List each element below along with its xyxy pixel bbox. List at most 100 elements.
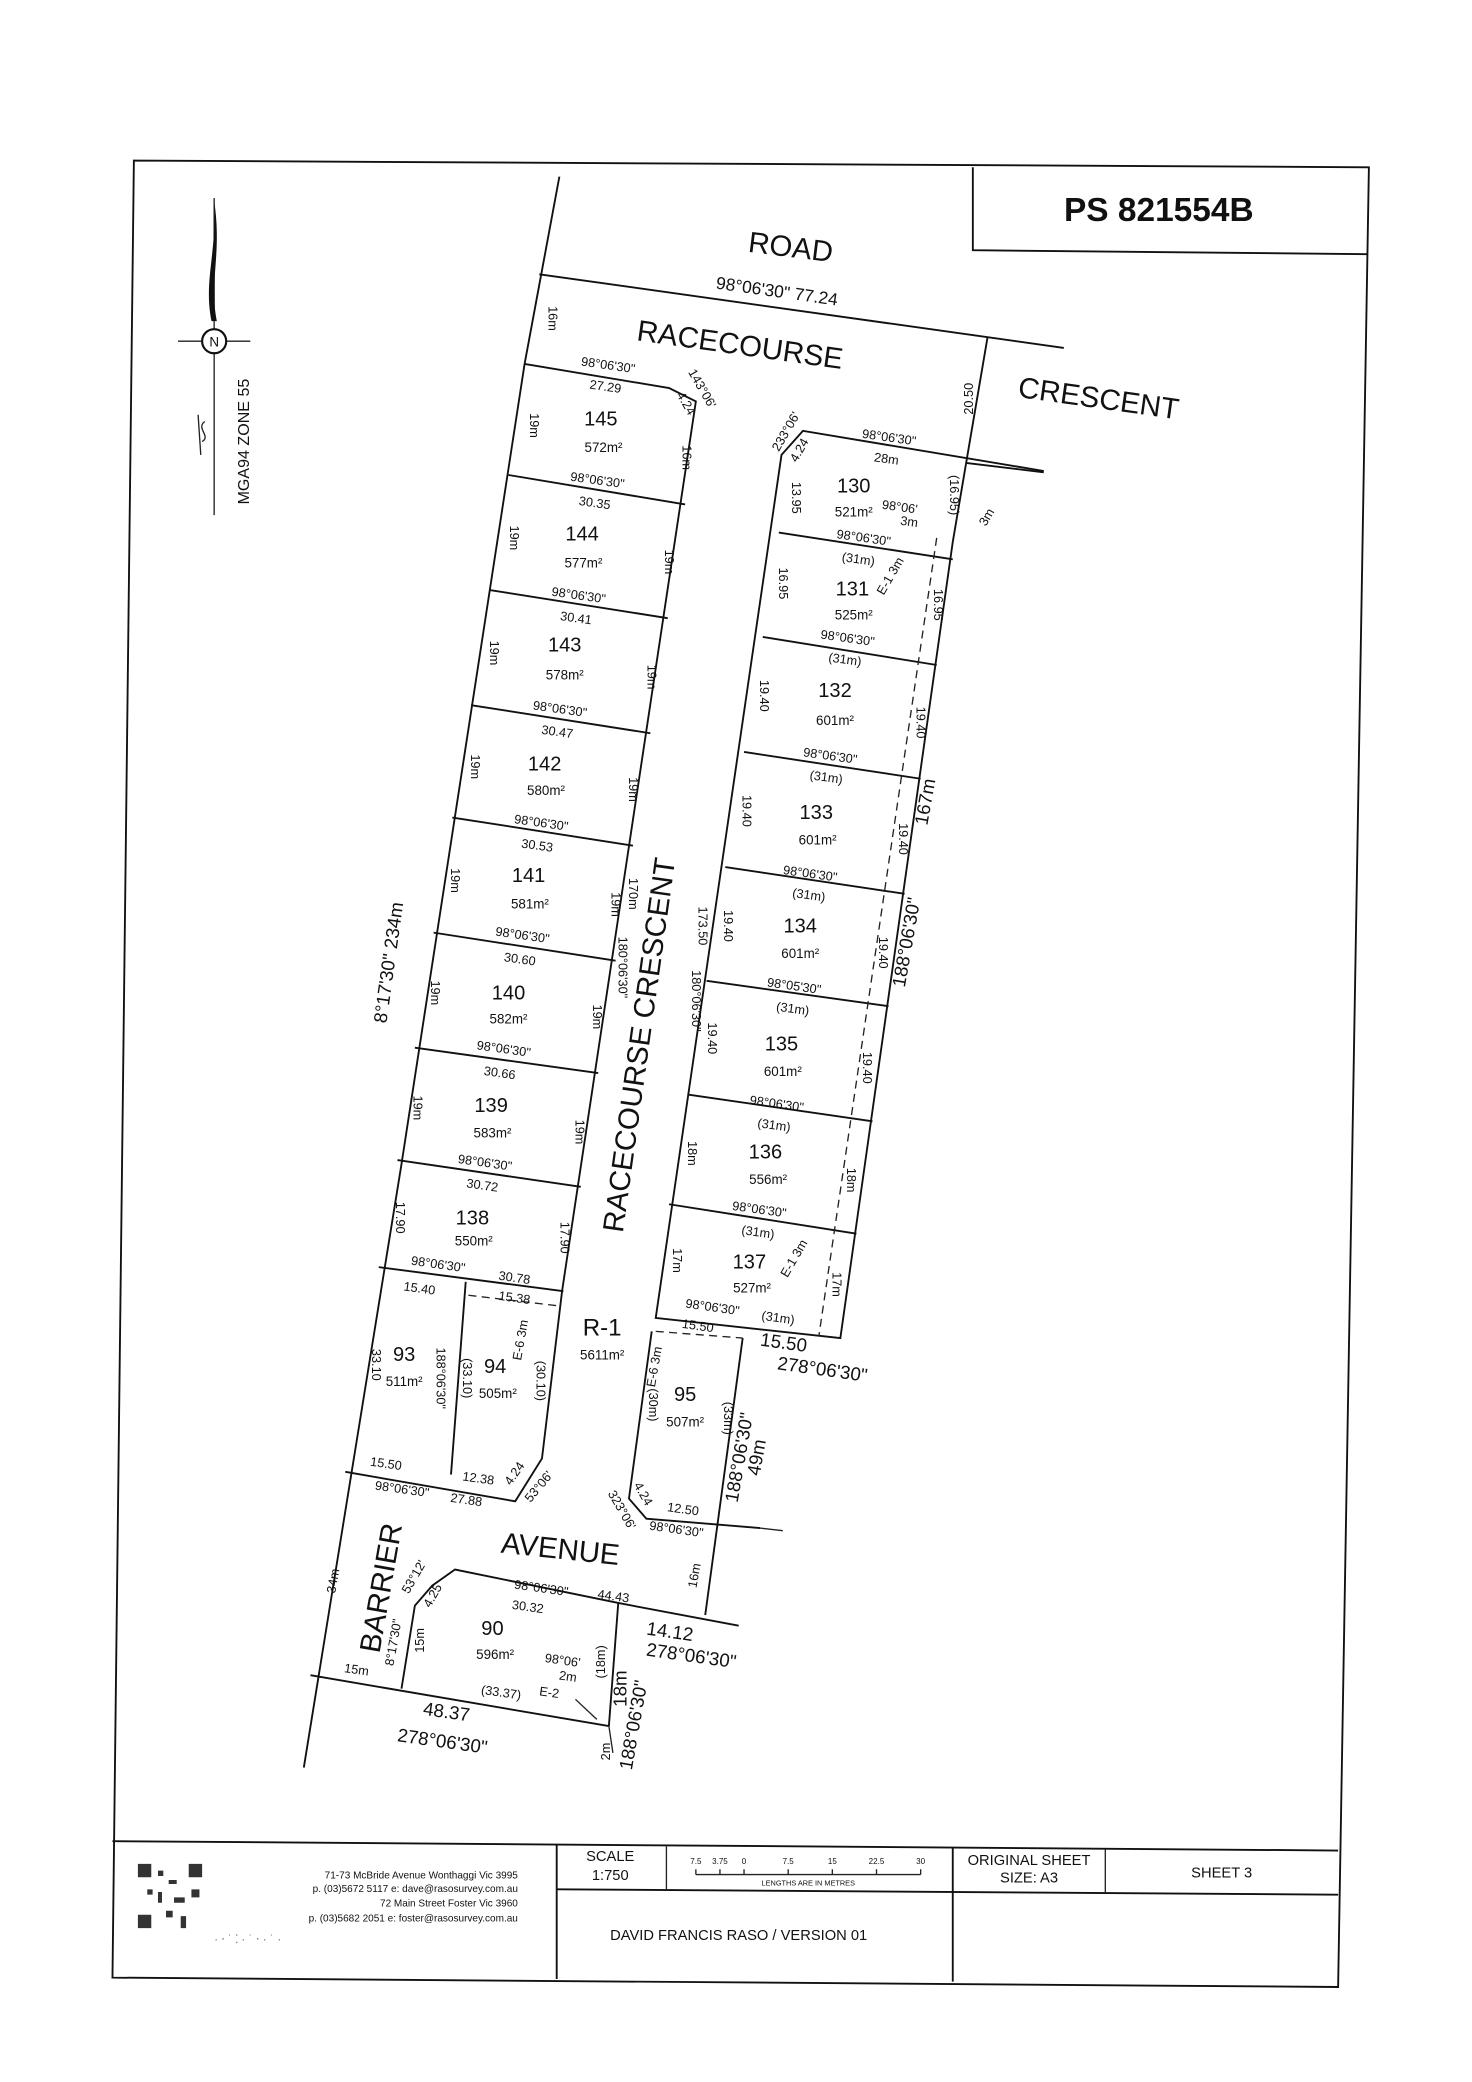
dimension-label: 98°06'30" bbox=[802, 744, 858, 766]
sheet-size-value: SIZE: A3 bbox=[1000, 1871, 1058, 1887]
dimension-label: 12.38 bbox=[462, 1468, 496, 1487]
dimension-label: 19m bbox=[572, 1120, 587, 1145]
scale-tick: 3.75 bbox=[712, 1857, 728, 1866]
scale-tick: 30 bbox=[916, 1857, 925, 1866]
contact-foster: p. (03)5682 2051 e: foster@rasosurvey.co… bbox=[309, 1913, 518, 1924]
road-label-crescent: CRESCENT bbox=[1016, 371, 1181, 426]
dimension-label: 98°06'30" bbox=[410, 1253, 466, 1275]
dimension-label: 19m bbox=[487, 641, 502, 666]
dimension-label: 323°06' bbox=[605, 1487, 639, 1532]
lot-number: 134 bbox=[783, 916, 816, 938]
dimension-label: 17.90 bbox=[558, 1222, 573, 1254]
dimension-label: 15.40 bbox=[403, 1278, 437, 1297]
dimension-label: 15.38 bbox=[498, 1288, 532, 1307]
lot-number: 144 bbox=[565, 524, 598, 546]
dimension-label: 15.50 bbox=[759, 1329, 808, 1356]
dimension-label: 188°06'30" bbox=[888, 896, 924, 989]
scale-tick: 7.5 bbox=[690, 1857, 702, 1866]
dimension-label: 98°06' bbox=[881, 497, 919, 517]
lot-area: 601m² bbox=[764, 1064, 802, 1079]
address-foster: 72 Main Street Foster Vic 3960 bbox=[380, 1899, 518, 1910]
dimension-label: (33.37) bbox=[480, 1682, 522, 1702]
lot-number: 142 bbox=[528, 754, 561, 776]
lot-area: 5611m² bbox=[580, 1347, 625, 1362]
dimension-label: 18m bbox=[609, 1670, 630, 1706]
north-arrow-icon: N bbox=[178, 198, 251, 516]
lot-area: 572m² bbox=[585, 440, 623, 455]
dimension-label: 19.40 bbox=[876, 937, 891, 969]
dimension-label: 2m bbox=[558, 1667, 578, 1684]
dimension-label: 30.41 bbox=[559, 608, 593, 627]
dimension-label: 4.24 bbox=[501, 1459, 527, 1488]
lot-area: 525m² bbox=[835, 608, 873, 623]
lot-area: 527m² bbox=[733, 1281, 771, 1296]
dimension-label: 16.95 bbox=[931, 589, 946, 621]
dimension-label: 15m bbox=[412, 1628, 427, 1653]
lot-number: 94 bbox=[484, 1356, 506, 1378]
lot-number: 130 bbox=[837, 475, 870, 497]
scale-tick: 0 bbox=[742, 1857, 747, 1866]
lot-number: 133 bbox=[800, 802, 833, 824]
scale-label: SCALE bbox=[586, 1849, 634, 1865]
dimension-label: (33.10) bbox=[460, 1358, 475, 1398]
dimension-label: 98°06'30" bbox=[513, 811, 569, 833]
dimension-label: 98°06' bbox=[544, 1650, 582, 1670]
plan-number-box: PS 821554B bbox=[971, 167, 1368, 256]
dimension-label: (31m) bbox=[841, 549, 876, 568]
contact-wonthaggi: p. (03)5672 5117 e: dave@rasosurvey.com.… bbox=[313, 1884, 518, 1895]
dimension-label: 53°12' bbox=[398, 1557, 429, 1595]
dimension-label: 12.50 bbox=[666, 1499, 700, 1518]
dimension-label: 19m bbox=[645, 665, 660, 690]
scale-tick: 22.5 bbox=[869, 1857, 885, 1866]
dimension-label: 19m bbox=[448, 868, 463, 893]
dimension-label: 19m bbox=[411, 1096, 426, 1121]
dimension-label: 2m bbox=[598, 1743, 613, 1761]
lot-93: 93 511m² bbox=[386, 1344, 423, 1389]
dimension-label: (31m) bbox=[757, 1115, 792, 1134]
dimension-label: 188°06'30" bbox=[433, 1347, 448, 1408]
road-label-avenue: AVENUE bbox=[500, 1527, 622, 1572]
dimension-label: 19.40 bbox=[705, 1022, 720, 1054]
dimension-label: 19m bbox=[662, 550, 677, 575]
lot-area: 550m² bbox=[455, 1234, 493, 1249]
dimension-label: 3m bbox=[975, 506, 997, 529]
sheet-number: SHEET 3 bbox=[1191, 1865, 1252, 1881]
surveyor-version: DAVID FRANCIS RASO / VERSION 01 bbox=[610, 1928, 867, 1944]
dimension-label: 19.40 bbox=[896, 823, 911, 855]
lot-area: 601m² bbox=[799, 832, 837, 847]
dimension-label: 16m bbox=[685, 1562, 704, 1589]
dimension-label: 19m bbox=[527, 413, 542, 438]
dimension-label: 53°06' bbox=[521, 1468, 555, 1505]
dimension-label: (31m) bbox=[791, 885, 826, 904]
sheet-frame bbox=[111, 159, 1370, 1988]
lot-area: 596m² bbox=[476, 1647, 514, 1662]
dimension-label: 16m bbox=[546, 306, 561, 331]
lot-area: 511m² bbox=[386, 1374, 423, 1389]
dimension-label: 19m bbox=[507, 526, 522, 551]
lot-number: 93 bbox=[393, 1344, 415, 1366]
dimension-label: E-1 3m bbox=[873, 554, 906, 597]
north-letter: N bbox=[209, 335, 219, 350]
dimension-label: 17m bbox=[670, 1248, 685, 1273]
dimension-label: 19m bbox=[626, 777, 641, 802]
dimension-label: 98°06'30" bbox=[374, 1478, 430, 1500]
dimension-label: 18m bbox=[685, 1141, 700, 1166]
lot-number: 137 bbox=[733, 1251, 766, 1273]
lot-number: R-1 bbox=[583, 1314, 622, 1341]
dimension-label: 98°06'30" bbox=[820, 627, 876, 649]
dimension-label: E-6 3m bbox=[643, 1345, 665, 1388]
lot-number: 136 bbox=[749, 1142, 782, 1164]
dimension-label: 4.25 bbox=[420, 1581, 445, 1610]
dimension-label: 44.43 bbox=[597, 1586, 631, 1605]
dimension-label: 278°06'30" bbox=[776, 1352, 869, 1385]
dimension-label: 98°06'30" bbox=[861, 426, 917, 448]
